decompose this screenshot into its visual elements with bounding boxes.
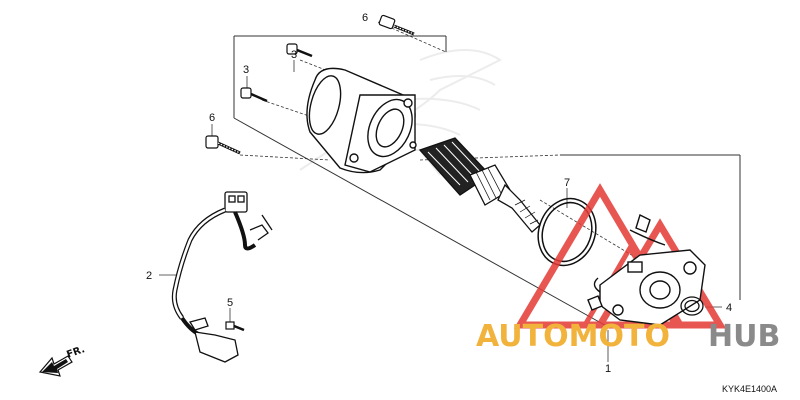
watermark-brand-part2: HUB [708, 319, 780, 354]
direction-label: FR. [65, 344, 86, 361]
front-direction-arrow-icon: FR. [38, 344, 86, 377]
motor-housing [306, 67, 417, 174]
end-cover-1 [587, 214, 706, 326]
callout-2: 2 [146, 270, 152, 282]
callout-6-left: 6 [209, 112, 215, 124]
armature [418, 137, 541, 233]
bolt-3-top [286, 43, 313, 58]
wire-harness-2 [171, 191, 273, 363]
bolt-6-top [378, 14, 415, 36]
o-ring-4 [680, 296, 704, 316]
callout-5: 5 [227, 297, 233, 309]
leader-armature-cover [539, 199, 641, 261]
frame-diagonal-bottom [233, 117, 611, 329]
bolt-6-left [205, 135, 241, 155]
callout-1: 1 [605, 363, 611, 375]
leader-6-left [239, 154, 331, 161]
watermark-brand: AUTOMOTO HUB [476, 319, 780, 354]
callout-3-upper: 3 [291, 49, 297, 61]
callout-3-left: 3 [243, 64, 249, 76]
screw-5 [225, 321, 245, 332]
drawing-code: KYK4E1400A [722, 384, 777, 394]
callout-6-top: 6 [362, 12, 368, 24]
solid-leaders [159, 60, 722, 362]
leader-armature-frame [419, 154, 561, 161]
callout-7: 7 [564, 177, 570, 189]
watermark-brand-part1: AUTOMOTO [476, 319, 670, 354]
callout-4: 4 [726, 302, 732, 314]
bolt-3-left [240, 87, 268, 103]
